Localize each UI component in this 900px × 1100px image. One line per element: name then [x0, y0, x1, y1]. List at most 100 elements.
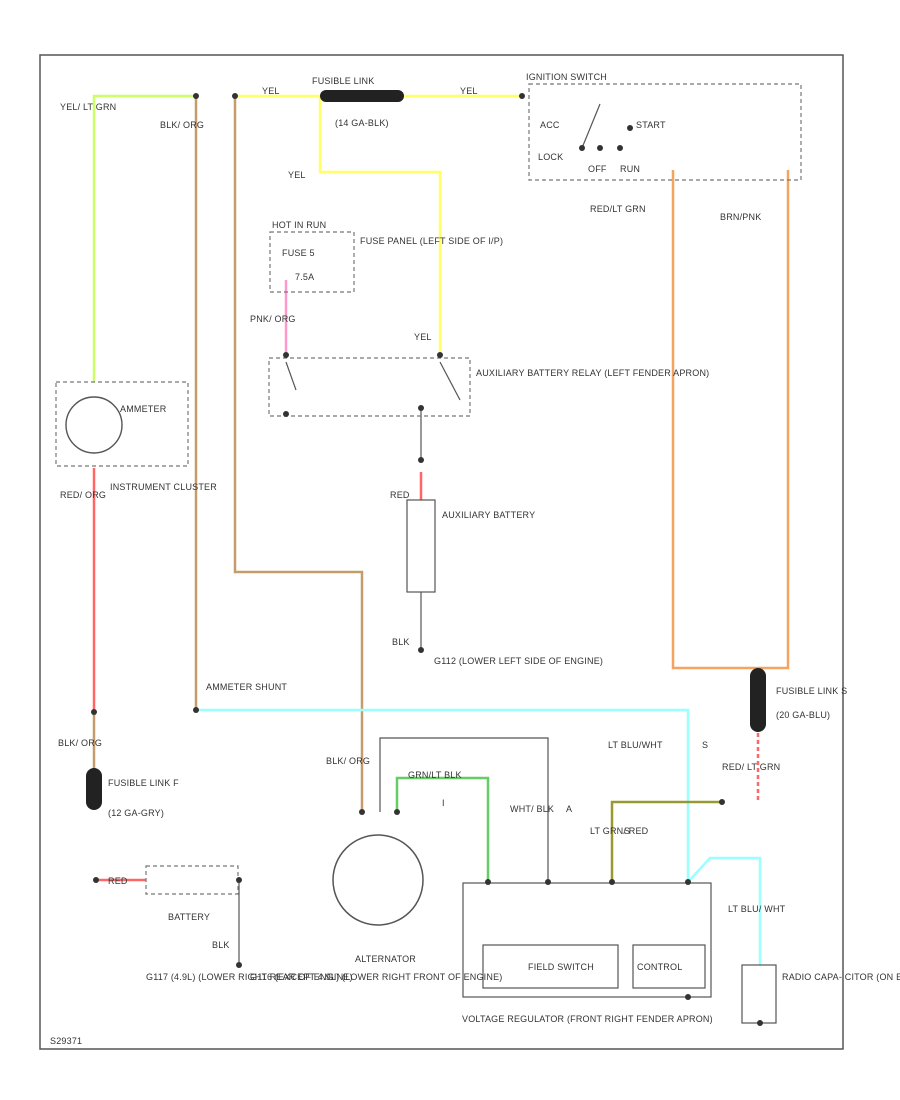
- aux-relay-switch-left: [285, 361, 297, 391]
- label-fusible-link-s: FUSIBLE LINK S: [776, 686, 847, 696]
- label-fusible-link-top: FUSIBLE LINK: [312, 76, 374, 86]
- wire-yel-lt-grn: [92, 94, 196, 382]
- label-red-1: RED: [390, 490, 410, 500]
- label-g117: G117 (4.9L) (LOWER RIGHT REAR OF ENGINE): [146, 972, 353, 982]
- label-red-lt-grn: RED/LT GRN: [590, 204, 646, 214]
- control-box: [632, 944, 706, 989]
- label-grn-blk: GRN/LT BLK: [408, 770, 462, 780]
- label-yel-lt-grn: YEL/ LT GRN: [60, 102, 116, 112]
- label-a-term: A: [566, 804, 572, 814]
- label-lock: LOCK: [538, 152, 563, 162]
- ignition-run-contact: [617, 145, 623, 151]
- terminal-dot: [283, 411, 289, 417]
- label-pnk-org: PNK/ ORG: [250, 314, 296, 324]
- terminal-dot: [283, 352, 289, 358]
- label-ammeter-shunt: AMMETER SHUNT: [206, 682, 287, 692]
- label-fuse-panel: FUSE PANEL (LEFT SIDE OF I/P): [360, 236, 503, 246]
- label-instrument-cluster: INSTRUMENT CLUSTER: [110, 482, 217, 492]
- aux-relay-box: [268, 357, 471, 417]
- label-yel-4: YEL: [414, 332, 432, 342]
- ignition-start-contact: [627, 125, 633, 131]
- label-yel-2: YEL: [460, 86, 478, 96]
- alternator-symbol: [332, 834, 424, 926]
- terminal-dot: [685, 994, 691, 1000]
- voltage-regulator-box: [462, 882, 712, 998]
- diagram-frame: [39, 54, 844, 1050]
- label-yel-1: YEL: [262, 86, 280, 96]
- terminal-dot: [757, 1020, 763, 1026]
- wire-red-lt-grn: [671, 170, 758, 670]
- label-lt-blu-wht: LT BLU/WHT: [608, 740, 663, 750]
- terminal-dot: [193, 707, 199, 713]
- terminal-dot: [609, 879, 615, 885]
- label-s-term: S: [702, 740, 708, 750]
- label-acc: ACC: [540, 120, 560, 130]
- label-wht-blk: WHT/ BLK: [510, 804, 554, 814]
- wire-lt-blu-wht: [196, 708, 690, 882]
- terminal-dot: [232, 93, 238, 99]
- label-blk-org-1: BLK/ ORG: [160, 120, 204, 130]
- label-lt-grn-red: LT GRN/ RED: [590, 826, 649, 836]
- ignition-off-contact: [597, 145, 603, 151]
- label-battery: BATTERY: [168, 912, 210, 922]
- label-blk-org-3: BLK/ ORG: [58, 738, 102, 748]
- wire-blk-org-alternator: [233, 96, 364, 812]
- terminal-dot: [418, 405, 424, 411]
- fusible-link-s: [750, 668, 766, 732]
- wire-brn-pnk: [758, 170, 790, 670]
- terminal-dot: [359, 809, 365, 815]
- label-blk-1: BLK: [392, 637, 410, 647]
- label-voltage-regulator: VOLTAGE REGULATOR (FRONT RIGHT FENDER AP…: [462, 1014, 713, 1024]
- radio-capacitor-box: [741, 964, 777, 1024]
- label-red-lt-grn-2: RED/ LT GRN: [722, 762, 780, 772]
- terminal-dot: [418, 457, 424, 463]
- label-off: OFF: [588, 164, 607, 174]
- fuse-panel-box: [269, 231, 355, 293]
- label-fuse-5-amp: 7.5A: [295, 272, 314, 282]
- label-fusible-link-top-sub: (14 GA-BLK): [335, 118, 389, 128]
- fusible-link-top: [320, 90, 404, 102]
- label-g112: G112 (LOWER LEFT SIDE OF ENGINE): [434, 656, 603, 666]
- terminal-dot: [418, 647, 424, 653]
- ignition-switch-box: [528, 83, 802, 181]
- label-fusible-link-f: FUSIBLE LINK F: [108, 778, 179, 788]
- label-start: START: [636, 120, 666, 130]
- terminal-dot: [236, 962, 242, 968]
- ammeter-gauge: [65, 396, 123, 454]
- fusible-link-f: [86, 768, 102, 810]
- terminal-dot: [685, 879, 691, 885]
- label-radio-capacitor: RADIO CAPA- CITOR (ON ENGINE): [782, 972, 900, 982]
- label-brn-pnk: BRN/PNK: [720, 212, 761, 222]
- label-run: RUN: [620, 164, 640, 174]
- label-control: CONTROL: [637, 962, 682, 972]
- label-fusible-link-f-sub: (12 GA-GRY): [108, 808, 164, 818]
- ammeter-box: [55, 381, 189, 467]
- terminal-dot: [91, 709, 97, 715]
- label-blk-2: BLK: [212, 940, 230, 950]
- label-aux-battery: AUXILIARY BATTERY: [442, 510, 535, 520]
- label-g116: G116 (EXCEPT 4.9L) (LOWER RIGHT FRONT OF…: [250, 972, 502, 982]
- label-yel-3: YEL: [288, 170, 306, 180]
- label-ammeter: AMMETER: [120, 404, 167, 414]
- label-lt-blu-wht-2: LT BLU/ WHT: [728, 904, 786, 914]
- terminal-dot: [719, 799, 725, 805]
- label-red-2: RED: [108, 876, 128, 886]
- wire-lt-blu-wht-capacitor: [687, 856, 762, 965]
- aux-relay-switch-right: [439, 361, 461, 401]
- label-ignition-switch: IGNITION SWITCH: [526, 72, 607, 82]
- label-blk-org-2: BLK/ ORG: [326, 756, 370, 766]
- label-aux-relay: AUXILIARY BATTERY RELAY (LEFT FENDER APR…: [476, 368, 709, 378]
- label-red-org-1: RED/ ORG: [60, 490, 106, 500]
- label-s-term-2: S: [624, 826, 630, 836]
- aux-battery-box: [406, 499, 436, 593]
- field-switch-box: [482, 944, 619, 989]
- label-i-term: I: [442, 798, 445, 808]
- label-diagram-code: S29371: [50, 1036, 82, 1046]
- terminal-dot: [93, 877, 99, 883]
- label-alternator: ALTERNATOR: [355, 954, 416, 964]
- terminal-dot: [485, 879, 491, 885]
- ignition-switch-blade: [581, 103, 601, 149]
- label-fusible-link-s-sub: (20 GA-BLU): [776, 710, 830, 720]
- terminal-dot: [437, 352, 443, 358]
